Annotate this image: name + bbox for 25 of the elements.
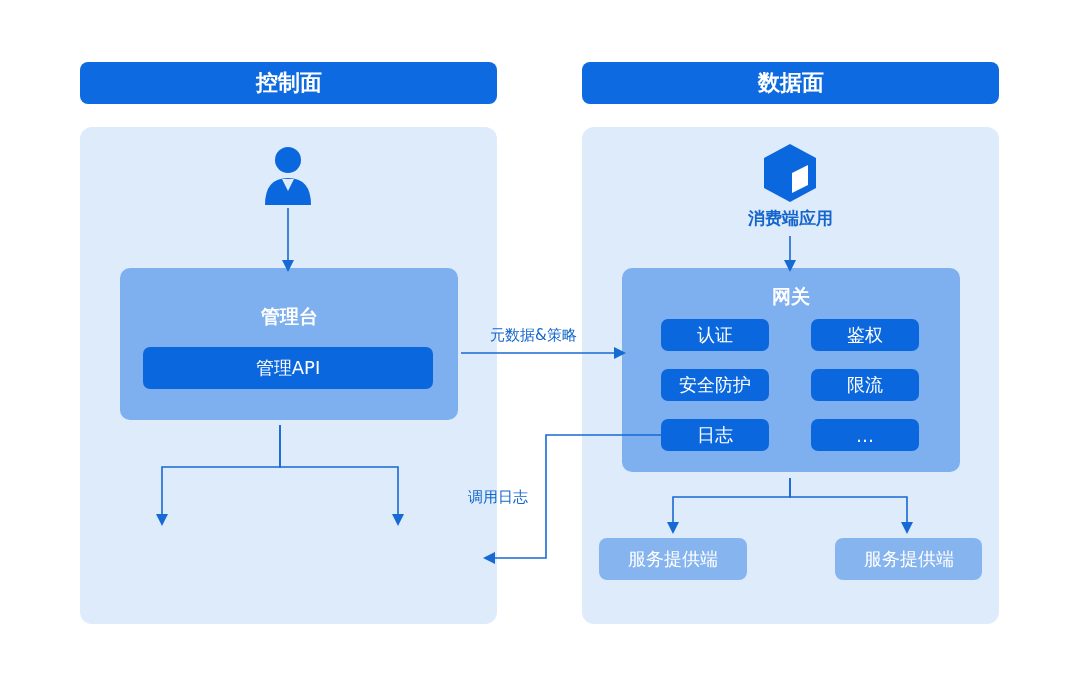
edge-label: 调用日志	[468, 488, 528, 507]
arrow	[460, 347, 626, 359]
panel-background	[582, 127, 999, 624]
feature-box: 日志	[661, 419, 769, 451]
arrow	[483, 434, 662, 564]
arrow	[784, 235, 796, 272]
edge-label: 元数据&策略	[490, 326, 577, 345]
service-box: 服务提供端	[599, 538, 747, 580]
feature-box: …	[811, 419, 919, 451]
console-box	[120, 268, 458, 420]
arrow	[279, 424, 404, 526]
header-band: 数据面	[582, 62, 999, 104]
header-band: 控制面	[80, 62, 497, 104]
feature-box: 管理API	[143, 347, 433, 389]
feature-box: 限流	[811, 369, 919, 401]
feature-box: 鉴权	[811, 319, 919, 351]
box-title: 管理台	[259, 304, 319, 329]
feature-box: 安全防护	[661, 369, 769, 401]
arrow	[789, 477, 913, 534]
app-label: 消费端应用	[746, 207, 834, 230]
box-title: 网关	[771, 284, 811, 309]
gateway-box	[622, 268, 960, 472]
arrow	[282, 207, 294, 272]
feature-box: 认证	[661, 319, 769, 351]
service-box: 服务提供端	[835, 538, 982, 580]
